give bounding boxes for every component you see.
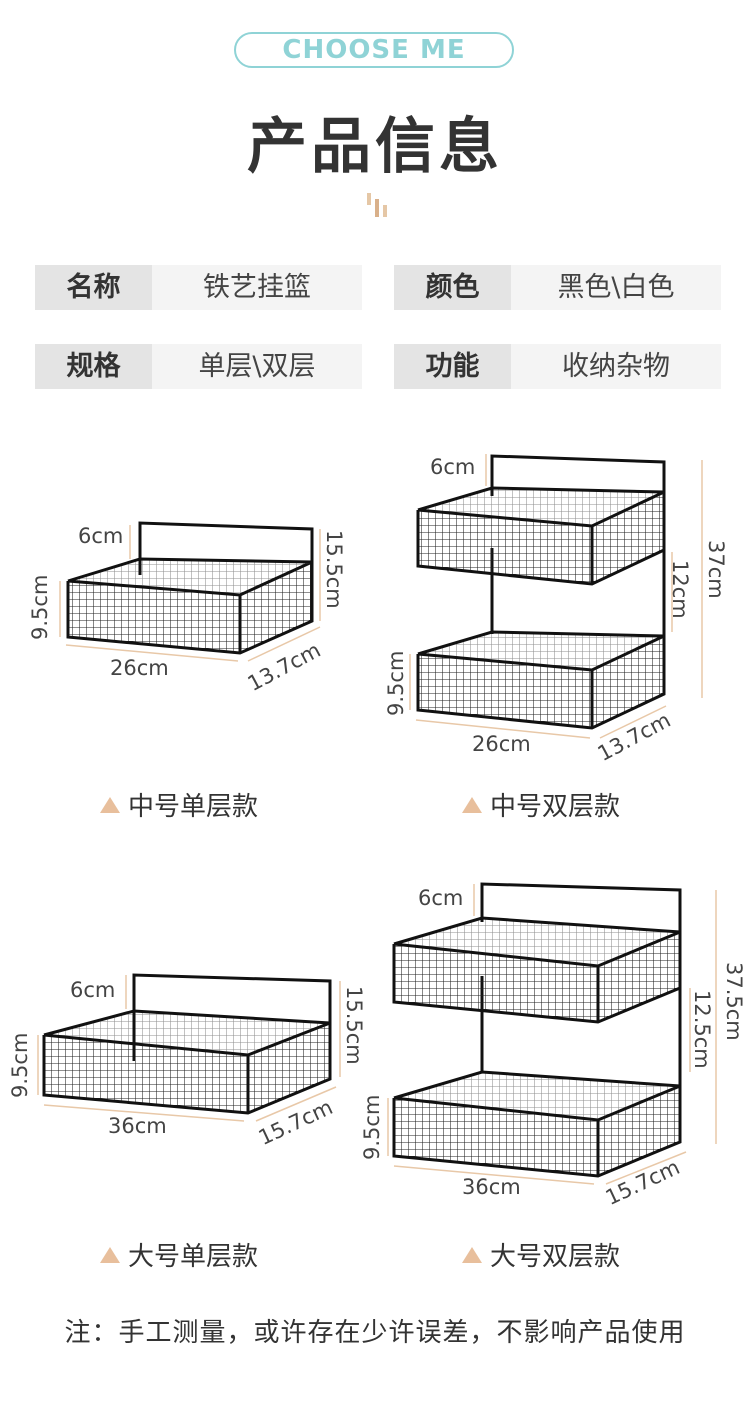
medium-single-height-dim: 9.5cm: [28, 574, 52, 640]
large-double-caption-text: 大号双层款: [490, 1242, 621, 1272]
spec-key-name: 名称: [35, 265, 152, 310]
medium-double-hook-dim: 6cm: [430, 455, 476, 479]
medium-double-gap-dim: 12cm: [668, 560, 692, 619]
medium-double-caption-text: 中号双层款: [490, 792, 621, 822]
large-double-height-dim: 9.5cm: [360, 1094, 384, 1160]
triangle-icon: [100, 797, 120, 813]
triangle-icon: [100, 1247, 120, 1263]
medium-double-height-dim: 9.5cm: [384, 650, 408, 716]
large-single-basket-illustration: [37, 973, 341, 1122]
spec-value-function: 收纳杂物: [511, 344, 721, 389]
medium-double-basket-illustration: [409, 454, 703, 739]
large-double-width-dim: 36cm: [462, 1175, 521, 1199]
spec-value-name: 铁艺挂篮: [152, 265, 362, 310]
large-double-basket-illustration: [387, 882, 717, 1185]
medium-double-total-height-dim: 37cm: [704, 540, 728, 599]
large-single-caption-text: 大号单层款: [128, 1242, 259, 1272]
large-double-caption: 大号双层款: [462, 1236, 620, 1273]
medium-single-total-height-dim: 15.5cm: [322, 530, 346, 609]
page-title: 产品信息: [247, 112, 503, 182]
large-double-hook-dim: 6cm: [418, 886, 464, 910]
medium-single-caption-text: 中号单层款: [128, 792, 259, 822]
large-single-hook-dim: 6cm: [70, 978, 116, 1002]
spec-value-color: 黑色\白色: [511, 265, 721, 310]
spec-key-function: 功能: [394, 344, 511, 389]
medium-single-hook-dim: 6cm: [78, 524, 124, 548]
large-double-gap-dim: 12.5cm: [690, 990, 714, 1069]
spec-key-size: 规格: [35, 344, 152, 389]
large-single-caption: 大号单层款: [100, 1236, 258, 1273]
medium-double-width-dim: 26cm: [472, 732, 531, 756]
large-single-height-dim: 9.5cm: [8, 1032, 32, 1098]
large-double-total-height-dim: 37.5cm: [722, 962, 746, 1041]
large-single-total-height-dim: 15.5cm: [342, 986, 366, 1065]
medium-single-width-dim: 26cm: [110, 656, 169, 680]
medium-single-basket-illustration: [59, 521, 321, 662]
large-single-width-dim: 36cm: [108, 1114, 167, 1138]
spec-key-color: 颜色: [394, 265, 511, 310]
choose-me-badge: CHOOSE ME: [234, 32, 514, 68]
title-decoration: [367, 193, 387, 217]
footer-note: 注：手工测量，或许存在少许误差，不影响产品使用: [64, 1318, 686, 1348]
medium-double-caption: 中号双层款: [462, 786, 620, 823]
spec-value-size: 单层\双层: [152, 344, 362, 389]
medium-single-caption: 中号单层款: [100, 786, 258, 823]
triangle-icon: [462, 797, 482, 813]
triangle-icon: [462, 1247, 482, 1263]
